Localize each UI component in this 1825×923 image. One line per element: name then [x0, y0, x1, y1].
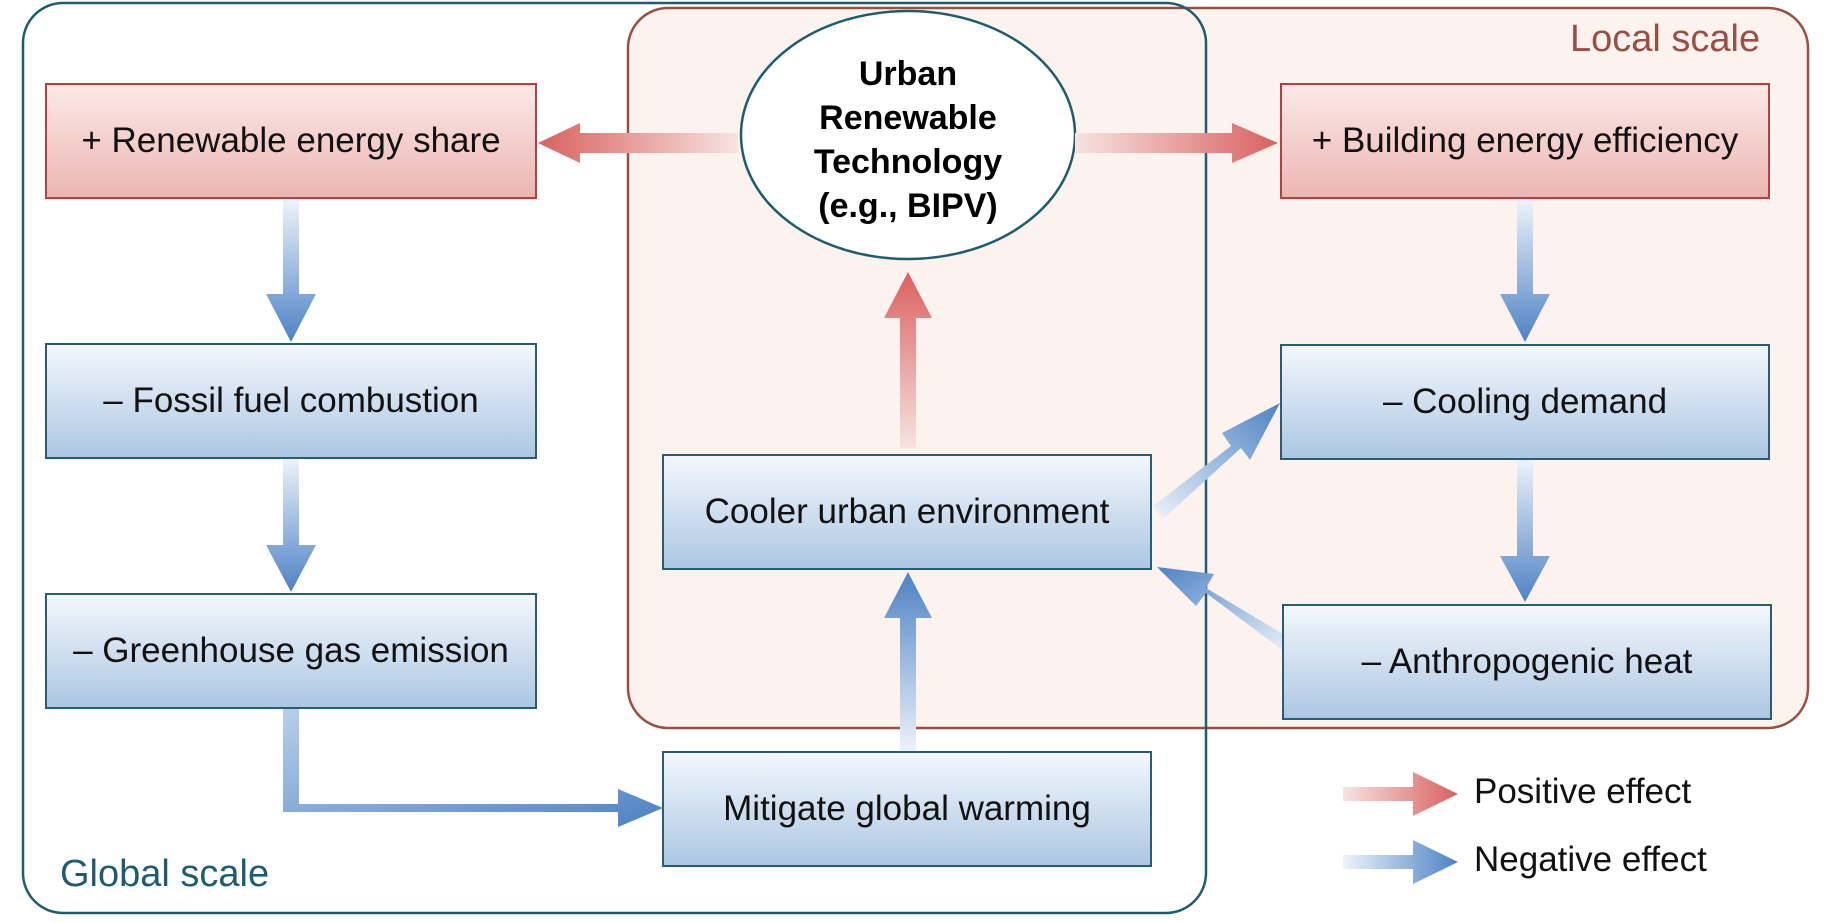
fossil-fuel-combustion-box: – Fossil fuel combustion [45, 343, 537, 459]
mitigate-global-warming-box: Mitigate global warming [662, 751, 1152, 867]
arrow-renewable-share-to-fossil-fuel [266, 200, 316, 342]
global-scale-label: Global scale [60, 853, 270, 895]
urban-renewable-technology-label: Urban Renewable Technology (e.g., BIPV) [813, 55, 1003, 225]
arrow-mitigate-warming-to-cooler-urban [884, 572, 932, 752]
cooling-demand-box: – Cooling demand [1280, 344, 1770, 460]
arrow-greenhouse-gas-to-mitigate-warming [283, 708, 663, 827]
legend-negative-arrow [1343, 840, 1458, 884]
legend-positive-label: Positive effect [1474, 772, 1692, 811]
building-energy-efficiency-box: + Building energy efficiency [1280, 83, 1770, 199]
arrow-cooler-urban-to-cooling-demand [1153, 403, 1280, 519]
cooler-urban-environment-box: Cooler urban environment [662, 454, 1152, 570]
renewable-energy-share-box: + Renewable energy share [45, 83, 537, 199]
arrow-cooler-urban-to-tech [884, 272, 932, 448]
arrow-fossil-fuel-to-greenhouse-gas [266, 458, 316, 592]
local-scale-label: Local scale [1570, 18, 1761, 60]
arrow-tech-to-renewable-share [538, 123, 738, 163]
arrow-anthropogenic-heat-to-cooler-urban [1157, 567, 1293, 652]
greenhouse-gas-emission-box: – Greenhouse gas emission [45, 593, 537, 709]
arrow-building-efficiency-to-cooling-demand [1500, 200, 1550, 342]
arrow-cooling-demand-to-anthropogenic-heat [1500, 460, 1550, 602]
arrow-tech-to-building-efficiency [1075, 123, 1278, 163]
global-scale-region [21, 1, 1208, 915]
legend-positive-arrow [1343, 772, 1458, 816]
anthropogenic-heat-box: – Anthropogenic heat [1282, 604, 1772, 720]
legend-negative-label: Negative effect [1474, 840, 1707, 879]
